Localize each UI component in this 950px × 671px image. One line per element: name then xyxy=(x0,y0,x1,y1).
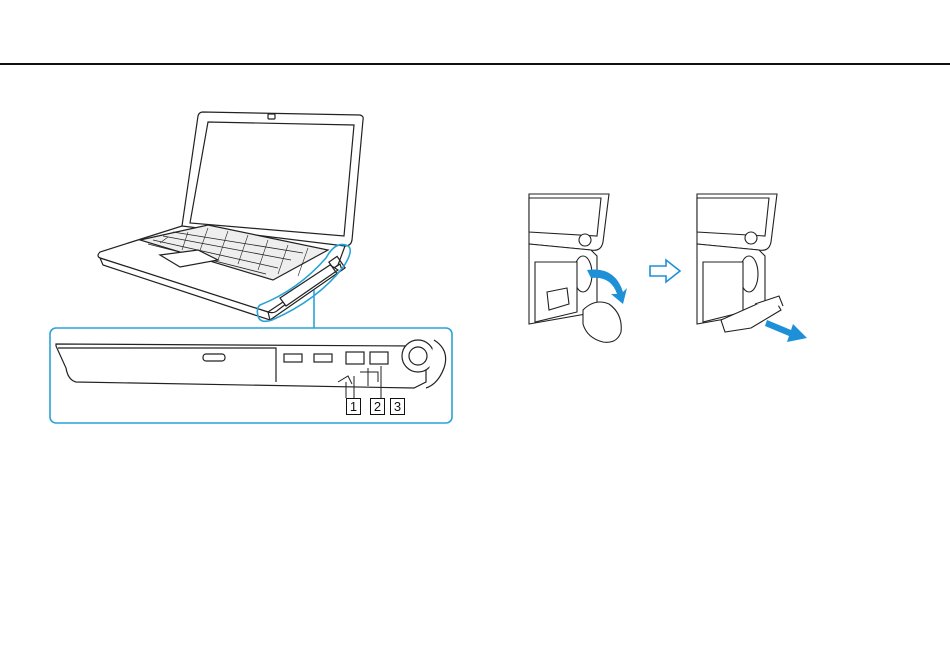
callout-3: 3 xyxy=(390,398,405,415)
latch-pull-illustration xyxy=(695,192,815,344)
callout-1: 1 xyxy=(346,398,361,415)
straight-arrow-icon xyxy=(765,320,807,342)
latch-rotate-illustration xyxy=(527,192,627,344)
header-rule xyxy=(0,63,950,65)
laptop-side-illustration xyxy=(48,100,458,430)
outline-right-arrow-icon xyxy=(648,258,682,284)
callout-2: 2 xyxy=(370,398,385,415)
